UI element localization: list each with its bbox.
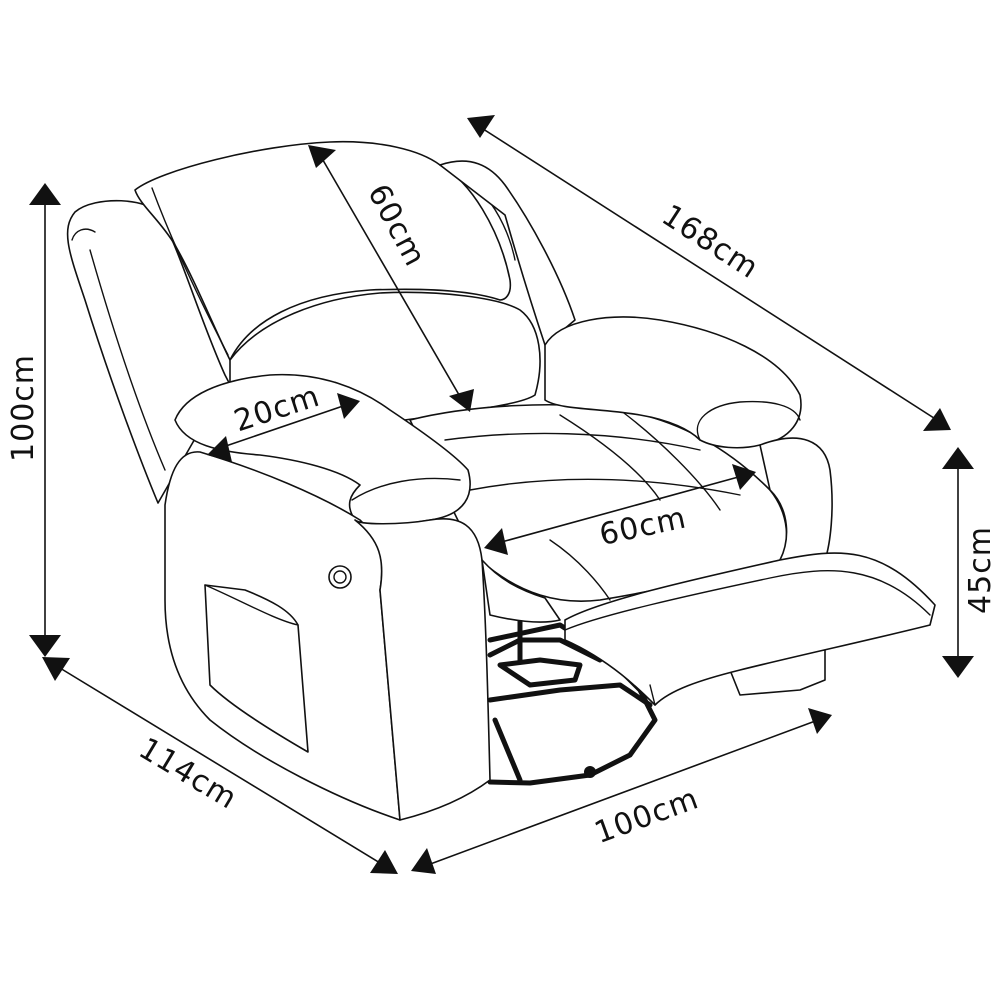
dimension-label-depth: 114cm [133,731,244,817]
right-armrest [544,316,802,449]
right-armrest-side [759,437,833,561]
backrest-right-wing [439,160,576,346]
dimension-label-overall-height: 100cm [6,354,41,462]
left-armrest-front [354,518,491,821]
dimension-label-seat-height: 45cm [963,526,998,614]
footrest [564,552,936,706]
seat-front-apron [481,559,561,623]
recliner-chair-illustration [66,140,936,821]
backrest-cushion [134,140,512,361]
dimension-overall-height: 100cm [6,183,61,657]
recline-control-button [328,565,352,589]
side-pocket [204,584,309,753]
dimension-seat-height: 45cm [942,447,998,678]
left-armrest-top [174,373,471,527]
dimension-label-reclined-length: 168cm [655,198,765,286]
dimension-label-width: 100cm [590,781,703,851]
